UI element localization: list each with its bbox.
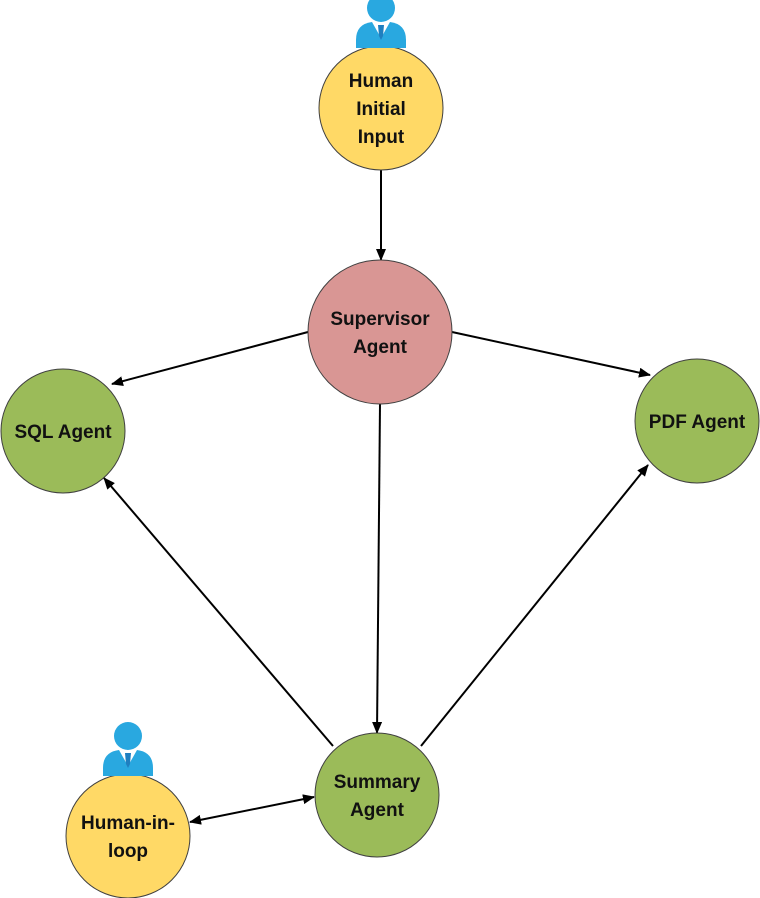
node-label-line: Input xyxy=(358,127,405,148)
edge-supervisor-agent-to-pdf-agent xyxy=(451,331,651,378)
node-label-line: loop xyxy=(108,841,148,862)
node-circle-sql-agent xyxy=(0,368,126,494)
person-icon xyxy=(356,0,406,48)
node-label-line: Human-in- xyxy=(81,813,175,834)
edges-layer xyxy=(103,170,651,825)
node-human-in-loop: Human-in-loop xyxy=(65,773,191,898)
node-label-line: PDF Agent xyxy=(649,412,746,433)
edge-summary-agent-to-pdf-agent xyxy=(420,464,649,747)
edge-supervisor-agent-to-summary-agent xyxy=(372,403,383,734)
node-sql-agent: SQL Agent xyxy=(0,368,126,494)
node-label-line: Agent xyxy=(350,800,405,821)
node-circle-pdf-agent xyxy=(634,358,760,484)
node-label-line: Supervisor xyxy=(330,309,430,330)
node-label-human-in-loop: Human-in-loop xyxy=(81,813,175,862)
edge-summary-agent-to-sql-agent xyxy=(103,477,334,747)
node-label-pdf-agent: PDF Agent xyxy=(649,412,746,433)
node-label-line: Human xyxy=(349,71,413,92)
node-circle-human-in-loop xyxy=(65,773,191,898)
node-circle-supervisor-agent xyxy=(307,259,453,405)
person-icon xyxy=(103,722,153,776)
node-label-sql-agent: SQL Agent xyxy=(14,422,112,443)
node-pdf-agent: PDF Agent xyxy=(634,358,760,484)
node-label-line: SQL Agent xyxy=(14,422,112,443)
edge-summary-agent-to-human-in-loop xyxy=(189,794,315,825)
node-label-line: Summary xyxy=(334,772,421,793)
edge-supervisor-agent-to-sql-agent xyxy=(111,331,309,387)
node-label-line: Initial xyxy=(356,99,406,120)
node-circle-summary-agent xyxy=(314,732,440,858)
node-label-line: Agent xyxy=(353,337,408,358)
